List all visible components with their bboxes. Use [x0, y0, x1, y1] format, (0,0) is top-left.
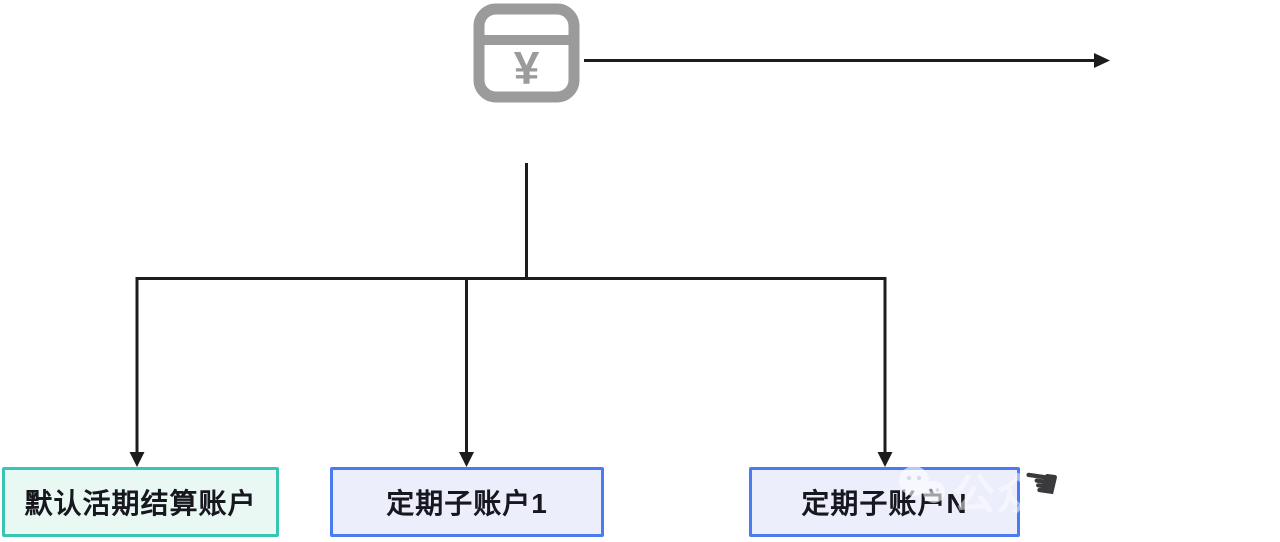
- yuan-symbol: ¥: [514, 42, 540, 94]
- arrowhead-drop-3: [877, 452, 893, 467]
- node-fixed-term-sub-account-1: 定期子账户1: [330, 467, 604, 537]
- node-fixed-term-sub-account-n: 定期子账户N: [749, 467, 1020, 537]
- arrowhead-drop-2: [459, 452, 474, 467]
- card-outline: [473, 3, 580, 103]
- node-label: 定期子账户N: [801, 488, 968, 519]
- node-default-settlement-account: 默认活期结算账户: [2, 467, 279, 537]
- account-card-icon: ¥: [473, 3, 580, 103]
- pointing-hand-icon: ☚: [1018, 456, 1063, 509]
- arrowhead-drop-1: [129, 452, 145, 467]
- arrowhead-right: [1094, 53, 1110, 68]
- node-label: 定期子账户1: [386, 488, 548, 519]
- node-label: 默认活期结算账户: [24, 488, 257, 519]
